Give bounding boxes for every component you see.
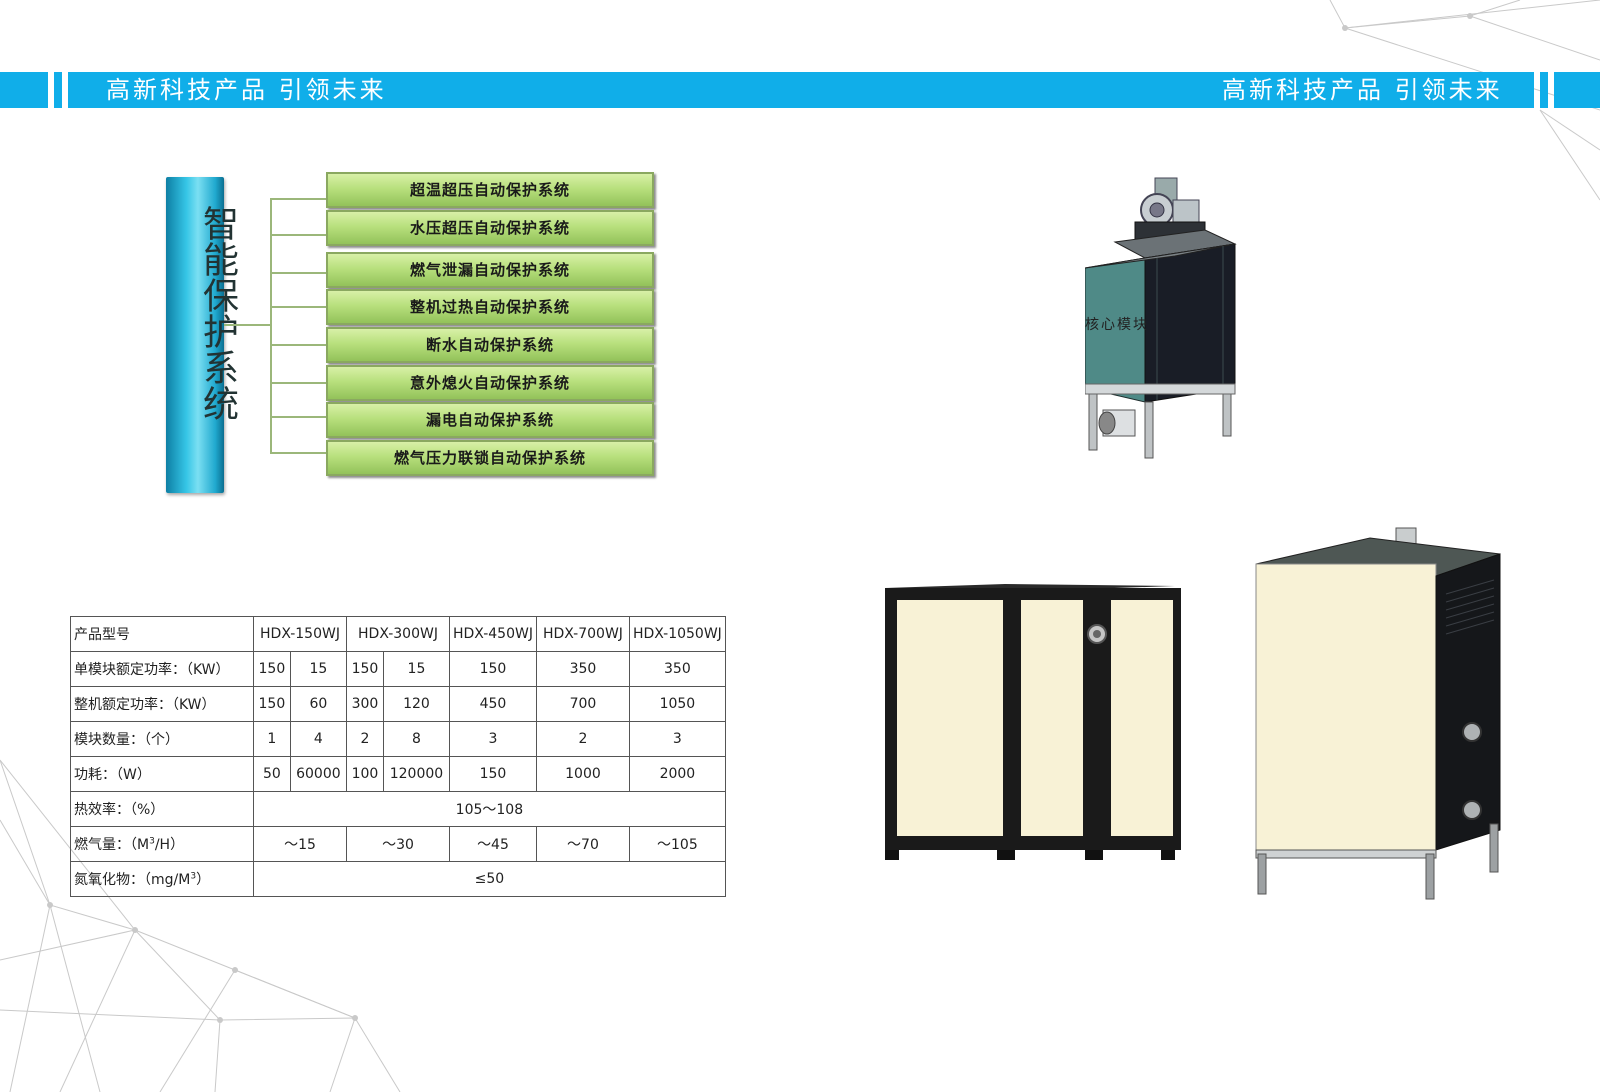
table-cell: 3: [449, 721, 537, 757]
header-band-left-stripe: [0, 72, 48, 108]
row-label: 氮氧化物：（mg/M3）: [70, 861, 254, 897]
header-band-right-stripe: [1540, 72, 1548, 108]
table-cell: 450: [449, 686, 537, 722]
table-cell: 120000: [382, 756, 451, 792]
table-cell: 2000: [628, 756, 726, 792]
table-cell: 2: [346, 721, 384, 757]
table-cell: ≤50: [253, 861, 726, 897]
core-module-label: 核心模块: [1085, 317, 1149, 333]
table-cell: ～70: [535, 826, 630, 862]
connector-line: [270, 416, 326, 418]
superscript: 3: [149, 836, 155, 847]
table-cell: 150: [346, 651, 384, 687]
table-cell: 120: [382, 686, 451, 722]
table-cell: 60: [289, 686, 348, 722]
table-cell: 3: [628, 721, 726, 757]
table-cell: 350: [628, 651, 726, 687]
table-cell: 100: [346, 756, 384, 792]
table-cell: 4: [289, 721, 348, 757]
protection-item: 燃气泄漏自动保护系统: [326, 252, 654, 288]
table-cell: 1000: [535, 756, 630, 792]
protection-item: 超温超压自动保护系统: [326, 172, 654, 208]
row-label: 燃气量：（M3/H）: [70, 826, 254, 862]
connector-line: [270, 198, 272, 452]
table-header-row: 产品型号 HDX-150WJ HDX-300WJ HDX-450WJ HDX-7…: [70, 616, 726, 652]
protection-item: 水压超压自动保护系统: [326, 210, 654, 246]
connector-line: [270, 272, 326, 274]
cabinet-unit-illustration: [885, 580, 1195, 880]
table-header-cell: HDX-700WJ: [535, 616, 630, 652]
table-row: 整机额定功率：（KW） 150 60 300 120 450 700 1050: [70, 686, 726, 722]
table-cell: 300: [346, 686, 384, 722]
table-cell: ～45: [449, 826, 537, 862]
row-label: 热效率：（%）: [70, 791, 254, 827]
header-band-left-stripe: [54, 72, 62, 108]
row-label: 模块数量：（个）: [70, 721, 254, 757]
spec-table: 产品型号 HDX-150WJ HDX-300WJ HDX-450WJ HDX-7…: [70, 616, 726, 897]
table-cell: 150: [253, 686, 291, 722]
table-row: 燃气量：（M3/H） ～15 ～30 ～45 ～70 ～105: [70, 826, 726, 862]
table-cell: 105～108: [253, 791, 726, 827]
table-cell: ～30: [346, 826, 450, 862]
superscript: 3: [190, 871, 197, 882]
table-row: 模块数量：（个） 1 4 2 8 3 2 3: [70, 721, 726, 757]
connector-line: [224, 324, 270, 326]
table-cell: 1050: [628, 686, 726, 722]
table-header-cell: 产品型号: [70, 616, 254, 652]
row-label-text: 氮氧化物：（mg/M: [74, 872, 191, 888]
table-cell: 50: [253, 756, 291, 792]
connector-line: [270, 344, 326, 346]
table-row: 单模块额定功率：（KW） 150 15 150 15 150 350 350: [70, 651, 726, 687]
header-slogan-left: 高新科技产品 引领未来: [106, 76, 387, 104]
table-header-cell: HDX-300WJ: [346, 616, 450, 652]
header-band: [68, 72, 1534, 108]
protection-item: 断水自动保护系统: [326, 327, 654, 363]
table-cell: 60000: [289, 756, 348, 792]
protection-item: 整机过热自动保护系统: [326, 289, 654, 325]
core-module-illustration: 核心模块: [1084, 170, 1260, 470]
row-label-text: /H）: [154, 837, 185, 853]
row-label-text: 燃气量：（M: [74, 837, 150, 853]
protection-item: 意外熄火自动保护系统: [326, 365, 654, 401]
table-cell: 700: [535, 686, 630, 722]
table-cell: 15: [382, 651, 451, 687]
connector-line: [270, 198, 326, 200]
table-cell: 1: [253, 721, 291, 757]
row-label: 整机额定功率：（KW）: [70, 686, 254, 722]
table-header-cell: HDX-450WJ: [449, 616, 537, 652]
table-cell: 350: [535, 651, 630, 687]
table-row: 功耗：（W） 50 60000 100 120000 150 1000 2000: [70, 756, 726, 792]
table-row: 热效率：（%） 105～108: [70, 791, 726, 827]
connector-line: [270, 234, 326, 236]
table-cell: ～15: [253, 826, 347, 862]
table-header-cell: HDX-1050WJ: [628, 616, 726, 652]
table-cell: 8: [382, 721, 451, 757]
table-cell: ～105: [628, 826, 726, 862]
table-header-cell: HDX-150WJ: [253, 616, 347, 652]
header-slogan-right: 高新科技产品 引领未来: [1222, 76, 1503, 104]
protection-item: 漏电自动保护系统: [326, 402, 654, 438]
connector-line: [270, 452, 326, 454]
protection-system-title: 智能保护系统: [197, 205, 238, 421]
row-label-text: ）: [196, 872, 211, 888]
row-label: 功耗：（W）: [70, 756, 254, 792]
row-label: 单模块额定功率：（KW）: [70, 651, 254, 687]
boiler-unit-illustration: [1250, 524, 1520, 919]
table-cell: 150: [449, 651, 537, 687]
table-row: 氮氧化物：（mg/M3） ≤50: [70, 861, 726, 897]
table-cell: 150: [449, 756, 537, 792]
connector-line: [270, 306, 326, 308]
header-band-right-stripe: [1554, 72, 1600, 108]
table-cell: 15: [289, 651, 348, 687]
connector-line: [270, 382, 326, 384]
protection-system-title-box: 智能保护系统: [166, 177, 238, 493]
protection-item: 燃气压力联锁自动保护系统: [326, 440, 654, 476]
table-cell: 2: [535, 721, 630, 757]
table-cell: 150: [253, 651, 291, 687]
